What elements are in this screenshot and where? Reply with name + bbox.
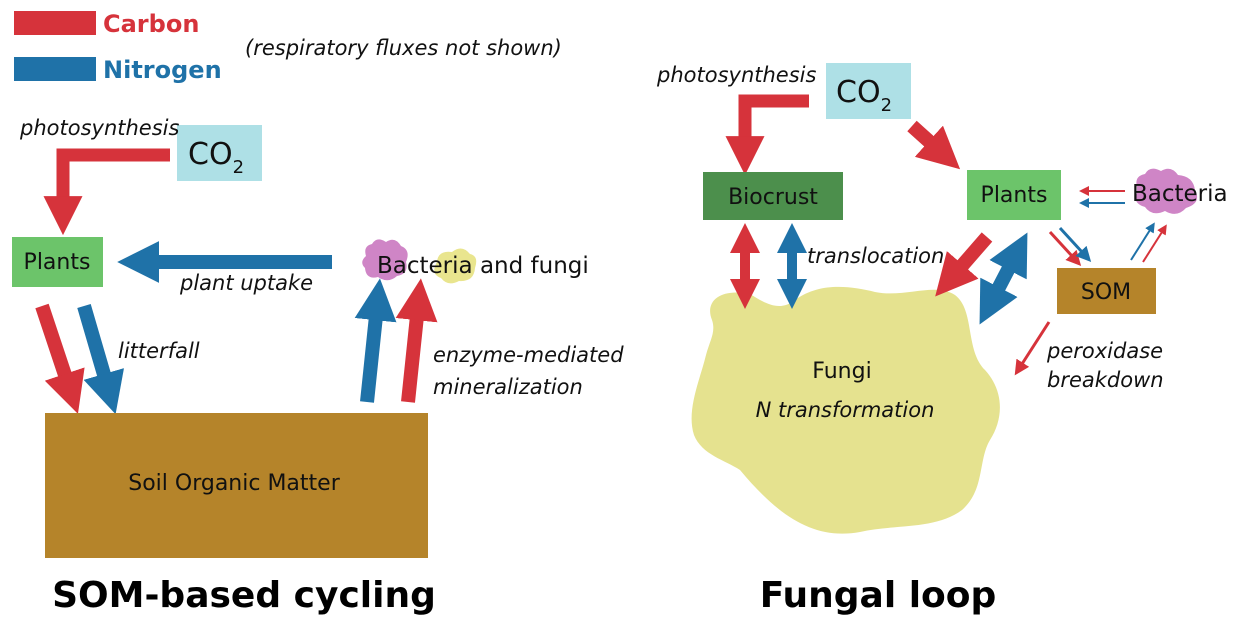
left-enzyme-label-line2: mineralization xyxy=(433,375,583,399)
left-som-box xyxy=(45,413,428,558)
right-plants-to-som-nitrogen-arrow xyxy=(1058,226,1092,262)
right-fungi-label: Fungi xyxy=(812,359,871,384)
right-co2-to-plants-arrow xyxy=(907,120,961,170)
left-co2-label: CO2 xyxy=(188,137,244,178)
legend-carbon-label: Carbon xyxy=(103,10,199,38)
left-panel: CO2 photosynthesis Plants plant uptake B… xyxy=(12,116,624,616)
left-plant-uptake-label: plant uptake xyxy=(179,271,313,295)
right-plants-label: Plants xyxy=(981,183,1048,208)
right-plants-to-som-carbon-arrow xyxy=(1048,230,1082,266)
right-som-box xyxy=(1057,268,1156,314)
right-bacteria-label: Bacteria xyxy=(1132,181,1228,207)
right-photosynthesis-arrow xyxy=(725,94,809,176)
legend-carbon-swatch xyxy=(14,11,96,35)
right-panel: CO2 photosynthesis Biocrust Plants Bacte… xyxy=(656,63,1228,616)
left-co2-box xyxy=(177,125,262,181)
right-biocrust-box xyxy=(703,172,843,220)
right-co2-box xyxy=(826,63,911,119)
right-peroxidase-arrow xyxy=(1014,321,1051,376)
right-biocrust-label: Biocrust xyxy=(728,185,818,210)
left-panel-title: SOM-based cycling xyxy=(52,575,436,616)
left-enzyme-label-line1: enzyme-mediated xyxy=(433,343,624,367)
respiratory-note: (respiratory fluxes not shown) xyxy=(245,36,562,60)
right-translocation-label: translocation xyxy=(807,244,944,268)
left-litterfall-nitrogen-arrow xyxy=(77,304,124,415)
left-bacteria-fungi-label: Bacteria and fungi xyxy=(377,253,589,279)
right-peroxidase-label-line1: peroxidase xyxy=(1046,339,1163,363)
right-fungi-blob xyxy=(691,286,1000,534)
right-bacteria-icon xyxy=(1135,168,1198,214)
left-mineralization-nitrogen-arrow xyxy=(354,278,397,403)
left-photosynthesis-arrow xyxy=(43,148,170,236)
right-som-to-bacteria-nitrogen-arrow xyxy=(1130,222,1155,261)
legend: Carbon Nitrogen xyxy=(14,10,222,84)
right-plants-to-fungi-carbon-arrow xyxy=(935,232,993,297)
right-som-label: SOM xyxy=(1081,280,1131,305)
left-litterfall-carbon-arrow xyxy=(35,303,85,414)
right-plants-box xyxy=(967,170,1061,220)
left-plants-label: Plants xyxy=(24,250,91,275)
legend-nitrogen-label: Nitrogen xyxy=(103,56,222,84)
left-plants-box xyxy=(12,237,103,287)
left-co2-node: CO2 xyxy=(177,125,262,181)
right-co2-node: CO2 xyxy=(826,63,911,119)
right-peroxidase-label-line2: breakdown xyxy=(1047,368,1164,392)
legend-nitrogen-swatch xyxy=(14,57,96,81)
right-n-transformation-label: N transformation xyxy=(756,398,935,422)
right-panel-title: Fungal loop xyxy=(760,575,997,616)
right-som-to-bacteria-carbon-arrow xyxy=(1142,224,1167,263)
left-fungi-icon xyxy=(434,248,477,284)
right-co2-label: CO2 xyxy=(836,75,892,116)
left-photosynthesis-label: photosynthesis xyxy=(19,116,179,140)
left-som-label: Soil Organic Matter xyxy=(128,471,340,496)
right-plants-fungi-nitrogen-arrow xyxy=(979,232,1028,325)
right-photosynthesis-label: photosynthesis xyxy=(656,63,816,87)
left-mineralization-carbon-arrow xyxy=(395,278,438,403)
left-bacteria-icon xyxy=(362,239,408,281)
left-litterfall-label: litterfall xyxy=(118,339,200,363)
